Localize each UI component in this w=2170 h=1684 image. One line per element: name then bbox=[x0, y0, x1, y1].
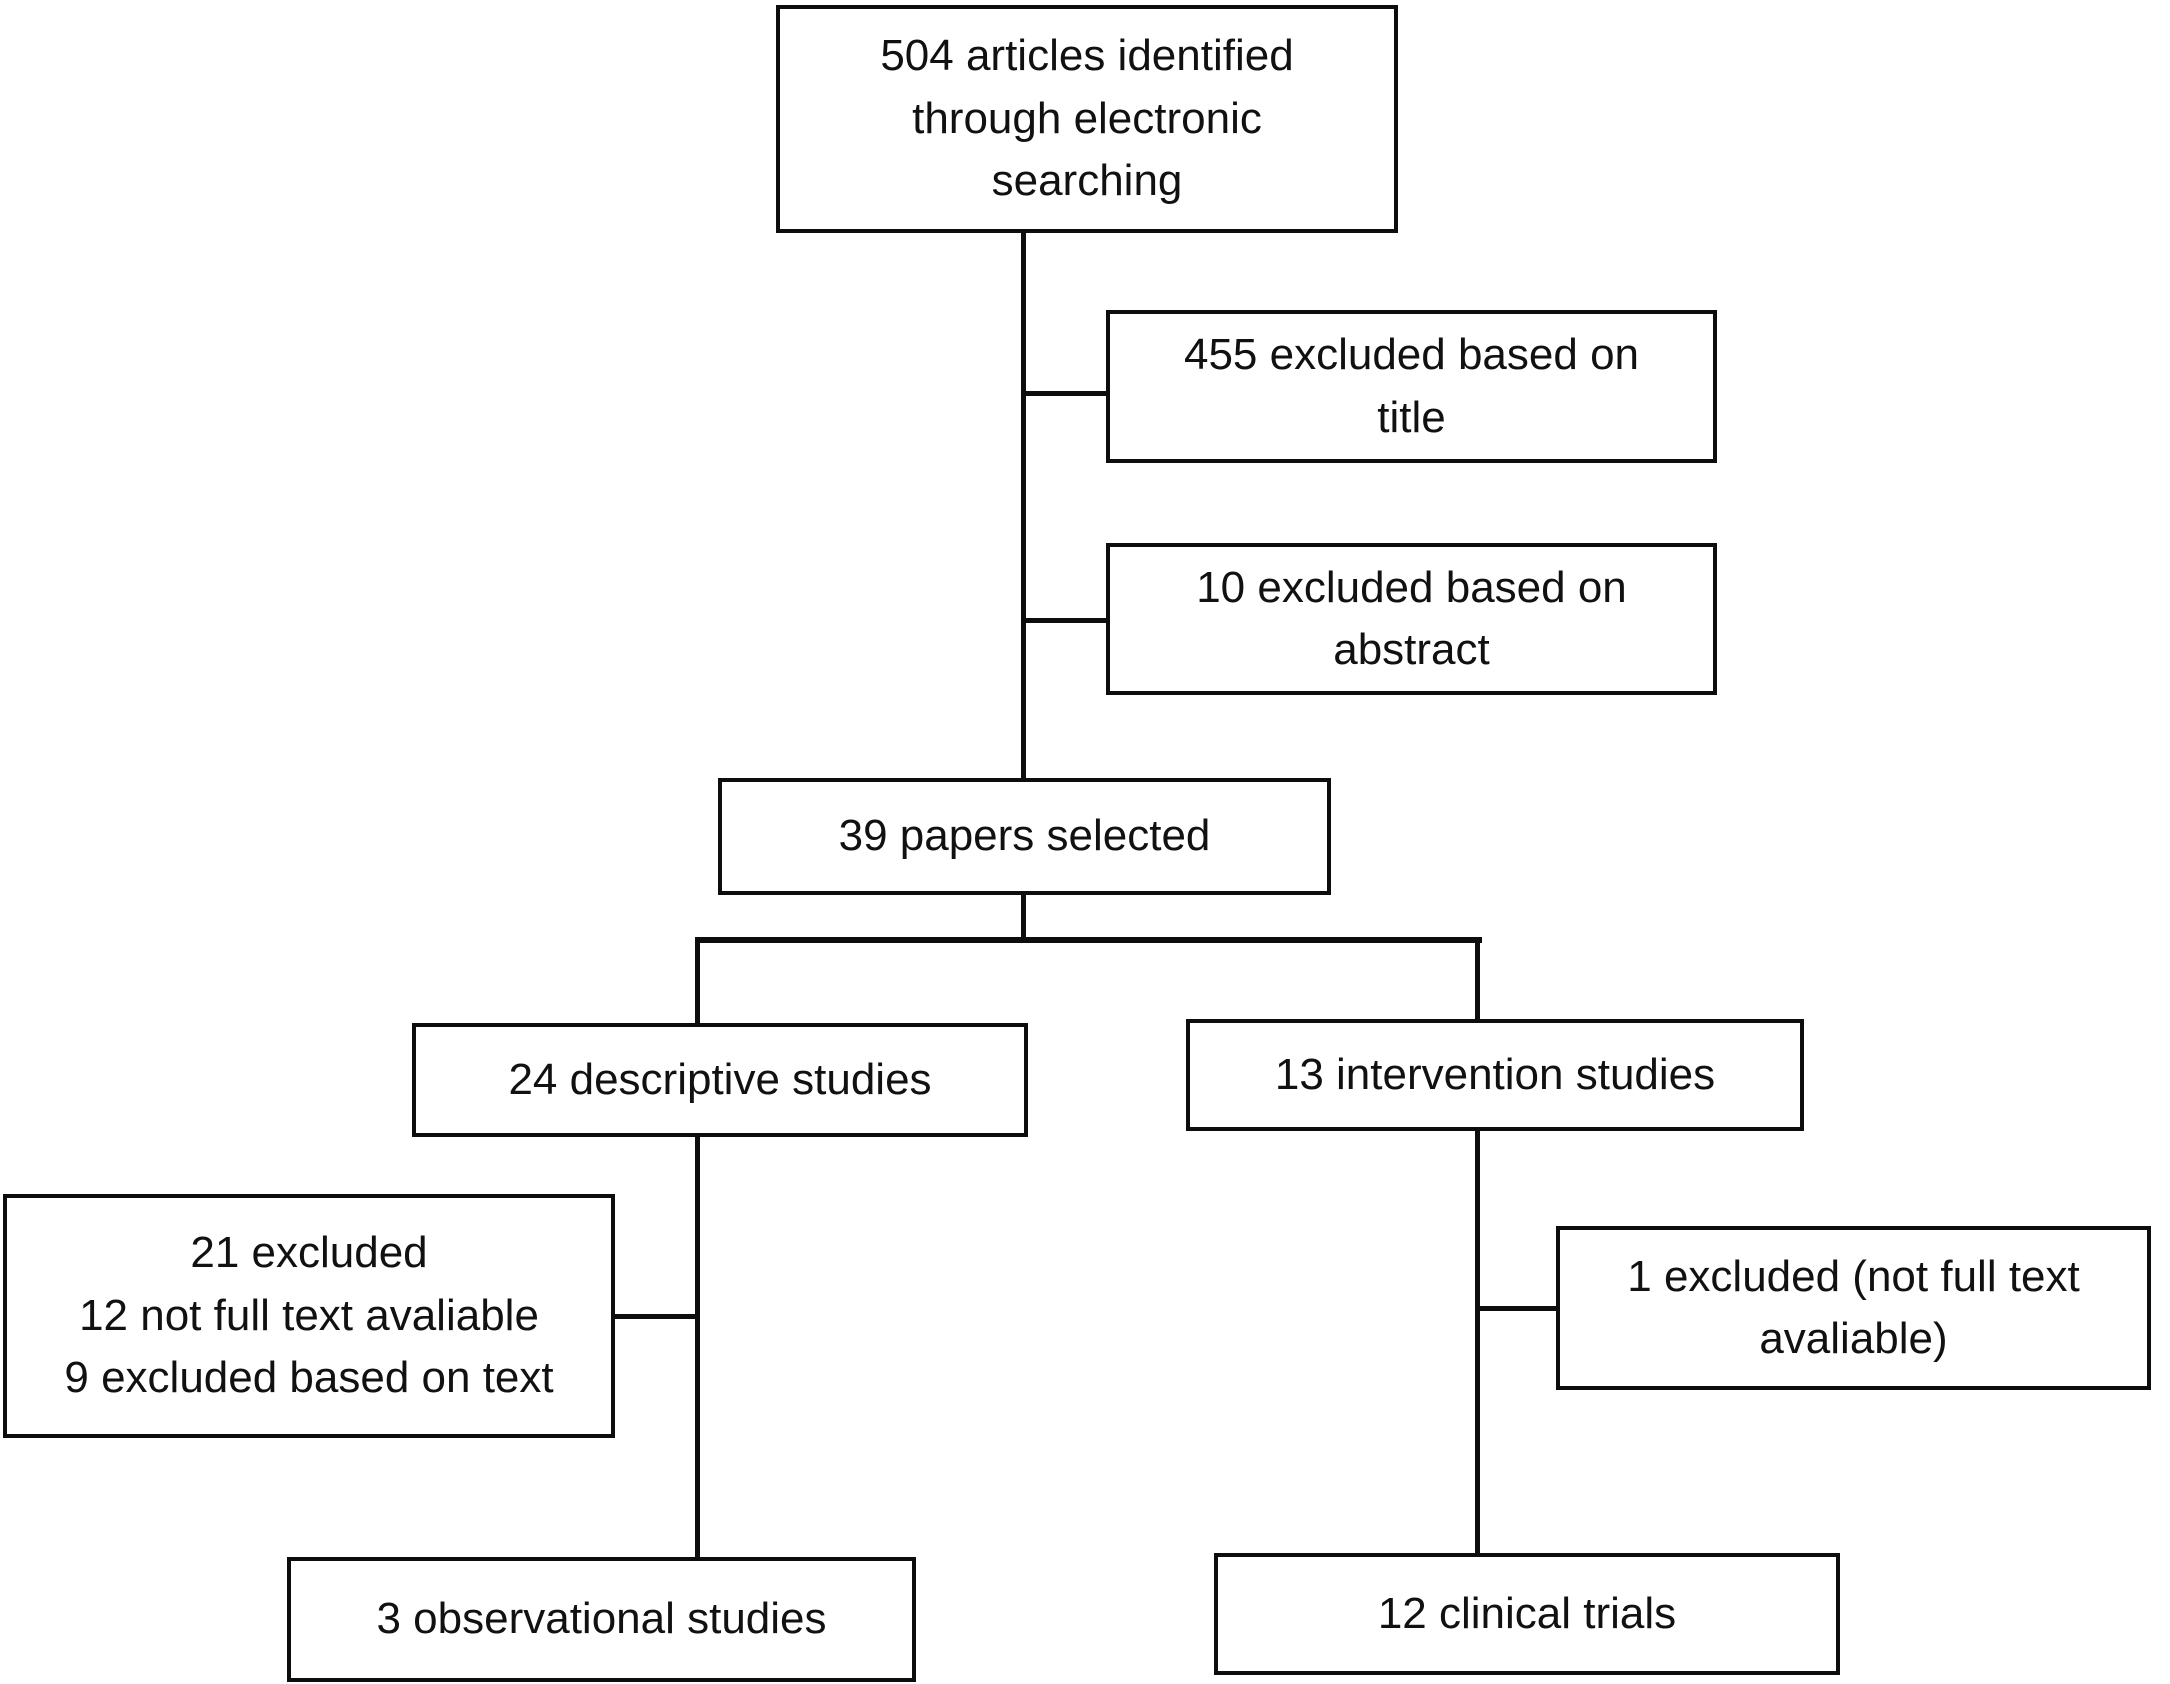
node-excluded-by-title: 455 excluded based on title bbox=[1106, 310, 1717, 463]
connector-left-exclusion-stub bbox=[615, 1314, 695, 1319]
node-label: 3 observational studies bbox=[376, 1594, 827, 1644]
connector-selected-drop bbox=[1021, 895, 1026, 940]
connector-right-branch-drop bbox=[1475, 937, 1480, 1019]
connector-left-trunk bbox=[695, 1137, 700, 1557]
node-descriptive-studies: 24 descriptive studies bbox=[412, 1023, 1028, 1137]
connector-excluded-title-stub bbox=[1021, 391, 1106, 396]
node-papers-selected: 39 papers selected bbox=[718, 778, 1331, 895]
node-intervention-exclusion: 1 excluded (not full text avaliable) bbox=[1556, 1226, 2151, 1390]
connector-main-trunk bbox=[1021, 233, 1026, 778]
connector-branch-bar bbox=[695, 937, 1482, 943]
node-clinical-trials: 12 clinical trials bbox=[1214, 1553, 1840, 1675]
node-label: 10 excluded based on abstract bbox=[1196, 562, 1627, 674]
node-label: 39 papers selected bbox=[838, 811, 1211, 861]
node-descriptive-exclusions: 21 excluded 12 not full text avaliable 9… bbox=[3, 1194, 615, 1438]
connector-right-exclusion-stub bbox=[1480, 1306, 1556, 1311]
connector-excluded-abstract-stub bbox=[1021, 618, 1106, 623]
connector-right-trunk bbox=[1475, 1131, 1480, 1553]
connector-left-branch-drop bbox=[695, 937, 700, 1023]
node-label: 13 intervention studies bbox=[1274, 1049, 1716, 1099]
node-excluded-by-abstract: 10 excluded based on abstract bbox=[1106, 543, 1717, 695]
node-label: 455 excluded based on title bbox=[1183, 330, 1640, 442]
node-label: 12 clinical trials bbox=[1377, 1588, 1677, 1638]
node-label: 24 descriptive studies bbox=[508, 1054, 932, 1104]
node-intervention-studies: 13 intervention studies bbox=[1186, 1019, 1804, 1131]
node-label: 1 excluded (not full text avaliable) bbox=[1627, 1251, 2080, 1363]
node-observational-studies: 3 observational studies bbox=[287, 1557, 916, 1682]
node-articles-identified: 504 articles identified through electron… bbox=[776, 5, 1398, 233]
node-label: 504 articles identified through electron… bbox=[880, 31, 1294, 206]
node-label: 21 excluded 12 not full text avaliable 9… bbox=[64, 1228, 554, 1403]
